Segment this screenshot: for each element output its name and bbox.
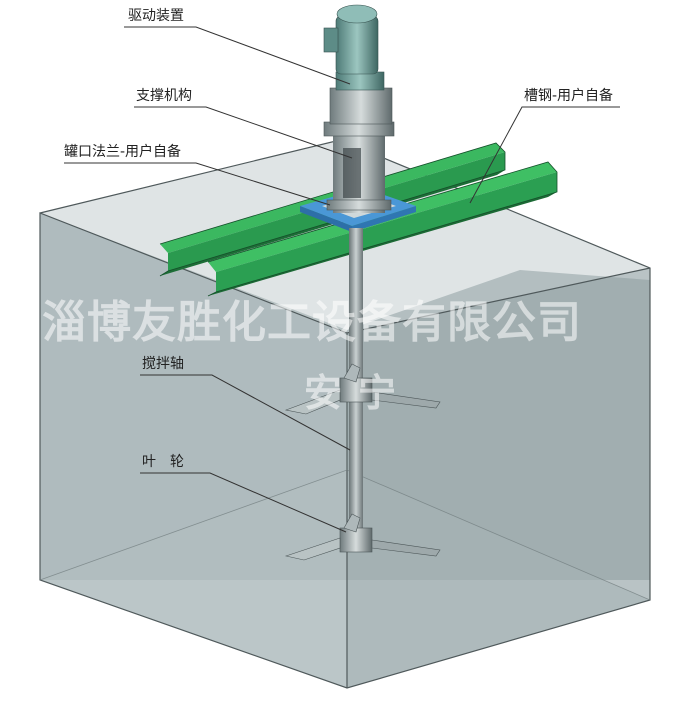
impeller-blade-upper-right xyxy=(371,391,441,409)
label-tank-flange: 罐口法兰-用户自备 xyxy=(64,144,182,160)
motor-body xyxy=(335,15,379,75)
support-frame-flange-bottom xyxy=(326,199,392,211)
impeller-blade-lower-left xyxy=(284,537,341,561)
leader-tank-flange xyxy=(64,162,331,206)
motor-fan-cap xyxy=(336,4,378,24)
watermark-company: 淄博友胜化工设备有限公司 xyxy=(42,297,582,348)
support-frame-window xyxy=(343,148,361,198)
label-drive-unit: 驱动装置 xyxy=(128,8,184,24)
leader-drive-unit xyxy=(124,26,351,85)
label-impeller: 叶 轮 xyxy=(142,454,184,470)
impeller-lower xyxy=(284,513,441,561)
impeller-blade-lower-back xyxy=(343,513,361,533)
leader-support-frame xyxy=(134,106,353,159)
impeller-upper xyxy=(284,363,441,415)
impeller-blade-lower-right xyxy=(371,539,441,557)
channel-outline xyxy=(159,142,506,277)
drive-unit xyxy=(323,4,393,125)
leader-impeller xyxy=(140,472,347,533)
terminal-box xyxy=(323,27,339,53)
impeller-blade-upper-back xyxy=(343,363,361,383)
label-support-frame: 支撑机构 xyxy=(136,88,192,104)
label-channel-steel: 槽钢-用户自备 xyxy=(524,88,614,104)
impeller-blade-upper-left xyxy=(284,389,341,415)
leader-lines xyxy=(64,26,620,533)
flange-plate-front xyxy=(300,206,352,232)
channel-front-web xyxy=(216,172,557,292)
leader-channel-steel xyxy=(469,106,620,204)
support-frame xyxy=(323,121,395,213)
watermark-mark: 安宁 xyxy=(304,371,413,415)
flange-plate-right xyxy=(352,206,416,232)
label-agitator-shaft: 搅拌轴 xyxy=(142,356,184,372)
tank-left-face xyxy=(40,213,347,688)
leader-agitator-shaft xyxy=(140,374,351,451)
reducer-body xyxy=(329,87,393,125)
tank-right-face xyxy=(347,268,650,688)
channel-outline-front xyxy=(207,161,558,297)
